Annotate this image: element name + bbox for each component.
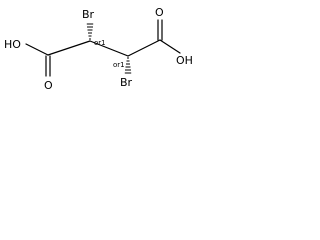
bond-c1-c2 — [47, 40, 91, 56]
atom-br-top: Br — [82, 8, 95, 21]
stereo-label-c3: or1 — [113, 61, 125, 69]
bond-c4-oh — [159, 39, 181, 54]
stereo-label-c2: or1 — [94, 39, 106, 47]
atom-oh-right: OH — [176, 54, 193, 67]
atom-ho-left: HO — [4, 38, 21, 51]
bond-c3-c4 — [127, 39, 161, 57]
bond-c2-c3 — [89, 40, 129, 57]
hashed-wedge-c3-br — [124, 57, 132, 74]
hashed-wedge-c2-br — [86, 23, 94, 40]
atom-br-bottom: Br — [120, 76, 133, 89]
atom-o-right: O — [155, 6, 164, 19]
atom-o-left: O — [44, 79, 53, 92]
molecule-structure: HO O Br Br O OH or1 or1 — [4, 6, 193, 92]
bond-lines — [25, 19, 181, 77]
bond-ho-c1 — [25, 43, 49, 56]
